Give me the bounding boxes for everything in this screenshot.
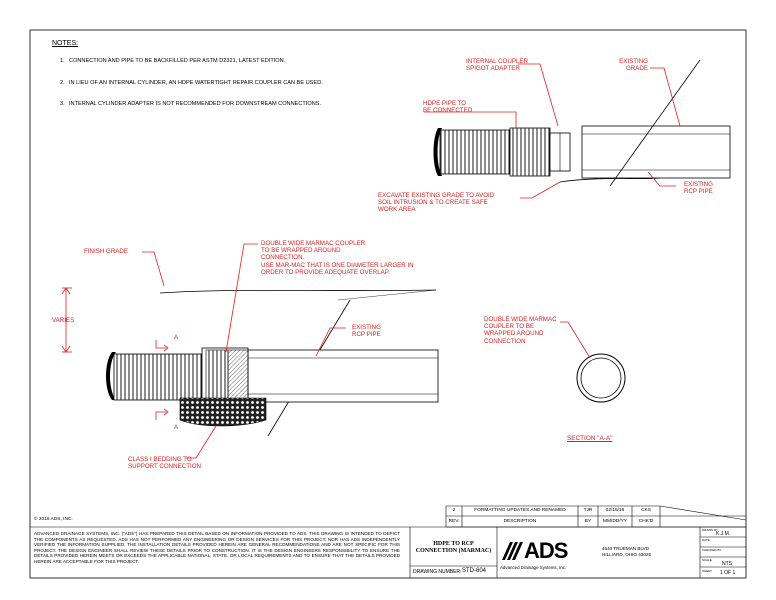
callout-line: CONNECTION <box>484 337 526 345</box>
date-label: DATE <box>702 538 710 542</box>
rev-header-date: MM/DD/YY <box>603 519 627 524</box>
callout-line: WORK AREA <box>378 206 416 214</box>
rev-description: FORMATTING UPDATES AND RENAMED <box>474 508 566 513</box>
rev-header-checked: CHK'D <box>638 519 654 524</box>
address-line: HILLIARD, OHIO 43026 <box>602 551 652 557</box>
scale-value: NTS <box>722 561 732 567</box>
sheet-label: SHEET <box>702 569 713 573</box>
main-rcp-pipe <box>247 349 439 403</box>
sheet-value: 1 OF 1 <box>720 570 736 576</box>
callout-line: EXCAVATE EXISTING GRADE TO AVOID <box>378 192 495 199</box>
drawing-number-label: DRAWING NUMBER: <box>413 569 462 575</box>
ads-logo: ADS <box>524 538 568 563</box>
callout-line: CONNECTION. <box>261 254 305 262</box>
rev-number: 2 <box>452 508 456 513</box>
varies-label: VARIES <box>52 317 75 324</box>
note-text: CONNECTION AND PIPE TO BE BACKFILLED PER… <box>69 58 286 64</box>
company-name: Advanced Drainage Systems, Inc. <box>500 565 567 570</box>
top-rcp-pipe <box>581 125 731 179</box>
rev-header-description: DESCRIPTION <box>503 519 537 524</box>
drawn-by-label: DRAWN BY <box>702 528 719 532</box>
callout-line: EXISTING <box>684 181 713 188</box>
callout-line: COUPLER TO BE <box>484 323 534 331</box>
callout-line: RCP PIPE <box>684 188 713 196</box>
main-rcp-label: EXISTING RCP PIPE <box>352 324 381 338</box>
scale-label: SCALE <box>702 558 712 562</box>
callout-line: WRAPPED AROUND <box>484 330 544 338</box>
rev-header-rev: REV. <box>448 519 460 524</box>
finish-grade-label: FINISH GRADE <box>84 248 129 255</box>
callout-line: EXISTING <box>619 58 648 65</box>
top-rcp-label: EXISTING RCP PIPE <box>684 181 713 195</box>
top-hdpe-pipe <box>433 127 571 177</box>
checked-by-label: CHECKED BY <box>702 548 722 552</box>
main-hdpe-pipe <box>106 352 203 401</box>
section-cut-lines <box>155 340 169 420</box>
callout-line: TO BE WRAPPED AROUND <box>261 247 341 255</box>
hdpe-pipe-label: HDPE PIPE TO BE CONNECTED <box>423 100 472 114</box>
callout-line: CLASS I BEDDING TO <box>128 456 192 463</box>
callout-line: ORDER TO PROVIDE ADEQUATE OVERLAP. <box>261 268 390 276</box>
ads-logo-mark <box>502 542 523 560</box>
address-line: 4640 TRUEMAN BLVD <box>602 546 650 551</box>
note-text: INTERNAL CYLINDER ADAPTER IS NOT RECOMME… <box>69 101 322 107</box>
callout-line: DOUBLE WIDE MARMAC COUPLER <box>261 240 366 247</box>
callout-line: RCP PIPE <box>352 331 381 339</box>
section-marker-bottom: A <box>174 424 179 431</box>
note-3: 3. INTERNAL CYLINDER ADAPTER IS NOT RECO… <box>60 101 330 115</box>
section-aa-pipe <box>576 353 626 403</box>
drawing-title-line: CONNECTION (MARMAC) <box>415 548 492 554</box>
existing-grade-label: EXISTING GRADE <box>612 58 648 72</box>
section-marker-top: A <box>174 334 179 341</box>
drawing-title-line: HDPE TO RCP <box>433 541 474 547</box>
note-number: 1. <box>60 58 65 64</box>
note-2: 2. IN LIEU OF AN INTERNAL CYLINDER, AN H… <box>60 80 330 94</box>
callout-line: SUPPORT CONNECTION <box>128 463 201 471</box>
note-number: 2. <box>60 80 65 86</box>
notes-title: NOTES: <box>52 40 79 47</box>
callout-line: HDPE PIPE TO <box>423 100 467 107</box>
note-text: IN LIEU OF AN INTERNAL CYLINDER, AN HDPE… <box>69 80 323 86</box>
drawing-title: HDPE TO RCP CONNECTION (MARMAC) <box>410 541 497 555</box>
company-address: 4640 TRUEMAN BLVD HILLIARD, OHIO 43026 <box>602 546 651 557</box>
callout-line: GRADE <box>625 65 648 73</box>
rev-date: 02/15/16 <box>605 508 625 513</box>
rev-checked: CKS <box>641 508 651 513</box>
marmac-coupler <box>201 347 249 405</box>
drawn-by: K.J.M. <box>716 531 731 537</box>
excavate-label: EXCAVATE EXISTING GRADE TO AVOID SOIL IN… <box>378 192 494 214</box>
rev-by: TJR <box>583 508 593 513</box>
callout-line: BE CONNECTED <box>423 107 473 115</box>
callout-line: DOUBLE WIDE MARMAC <box>484 316 557 323</box>
marmac-coupler-label: DOUBLE WIDE MARMAC COUPLER TO BE WRAPPED… <box>261 240 414 276</box>
rev-header-by: BY <box>584 519 592 524</box>
disclaimer: ADVANCED DRAINAGE SYSTEMS, INC. ("ADS") … <box>34 531 400 564</box>
note-1: 1. CONNECTION AND PIPE TO BE BACKFILLED … <box>60 58 330 72</box>
callout-line: EXISTING <box>352 324 381 331</box>
callout-line: USE MAR-MAC THAT IS ONE DIAMETER LARGER … <box>261 261 414 269</box>
callout-line: INTERNAL COUPLER <box>466 58 529 65</box>
section-coupler-label: DOUBLE WIDE MARMAC COUPLER TO BE WRAPPED… <box>484 316 557 345</box>
drawing-number: STD-604 <box>462 568 487 574</box>
copyright: © 2016 ADS, INC. <box>34 517 73 522</box>
bedding-label: CLASS I BEDDING TO SUPPORT CONNECTION <box>128 456 201 470</box>
callout-line: SOIL INTRUSION & TO CREATE SAFE <box>378 199 488 207</box>
coupler-label: INTERNAL COUPLER SPIGOT ADAPTER <box>466 58 528 72</box>
section-aa-title: SECTION "A-A" <box>567 435 613 442</box>
bedding-gravel <box>179 397 267 427</box>
varies-dimension <box>61 287 72 353</box>
note-number: 3. <box>60 101 65 107</box>
title-block-lines <box>29 29 747 579</box>
callout-line: SPIGOT ADAPTER <box>466 65 520 73</box>
